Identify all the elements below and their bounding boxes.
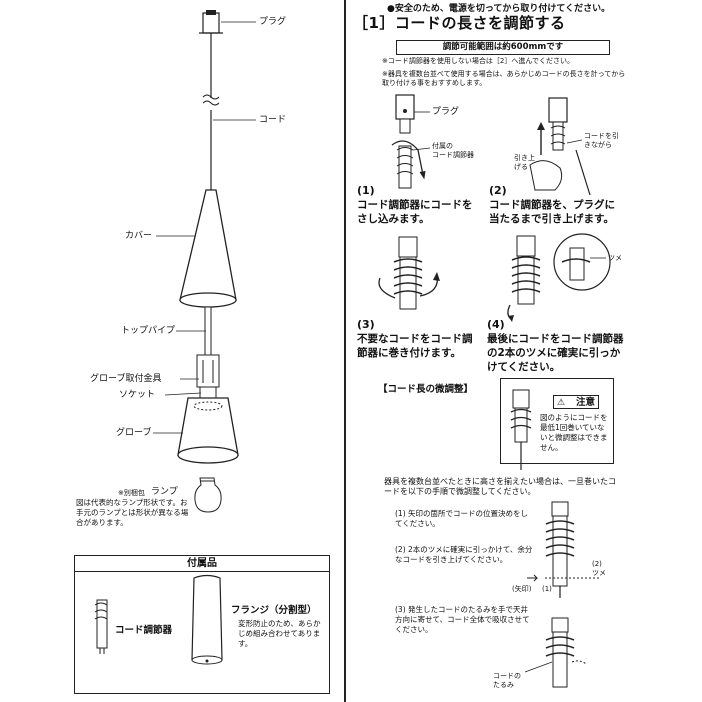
fig-pull-while-label: コードを引きながら (584, 132, 619, 149)
fig-adjuster-label: コード調節器 (432, 151, 474, 159)
caution-badge: ⚠注意 (553, 395, 599, 409)
step-1: (1)コード調節器にコードをさし込みます。 (357, 184, 473, 225)
fig-plug-label: プラグ (432, 107, 460, 117)
lamp-prefix: ※別梱包 (118, 489, 145, 497)
cord-adjuster-label: コード調節器 (115, 625, 173, 636)
safety-note: ●安全のため、電源を切ってから取り付けてください。 (387, 4, 611, 14)
lamp-note: 図は代表的なランプ形状です。お手元のランプとは形状が異なる場合があります。 (76, 498, 189, 527)
lamp-label: ランプ (151, 487, 178, 497)
fig-slack-label: コードのたるみ (493, 672, 521, 689)
flange-note: 変形防止のため、あらかじめ組み合わせてあります。 (238, 619, 321, 648)
cover-label: カバー (125, 231, 153, 241)
top-pipe-label: トップパイプ (121, 326, 176, 336)
flange-title: フランジ（分割型） (231, 605, 317, 616)
fig-pull-up-label: 引き上げる (514, 154, 535, 171)
adjust-range-box: 調節可能範囲は約600mmです (396, 40, 610, 55)
fig-tsume-num: (2) (592, 560, 602, 568)
fine-step-3: (3) 発生したコードのたるみを手で天井方向に寄せて、コード全体で吸収させてくだ… (395, 605, 530, 634)
step-3: (3)不要なコードをコード調節器に巻き付けます。 (357, 318, 473, 359)
globe-bracket-label: グローブ取付金具 (90, 374, 162, 384)
fig-arrow-mark: (矢印) (512, 585, 532, 593)
socket-label: ソケット (119, 390, 156, 400)
accessories-title: 付属品 (75, 556, 329, 572)
caution-frame (500, 378, 614, 464)
page-divider (344, 0, 346, 702)
cord-label: コード (259, 115, 287, 125)
fig-tsume-label: ツメ (608, 254, 622, 262)
section-heading: ［1］コードの長さを調節する (353, 14, 566, 32)
warning-icon: ⚠ (557, 398, 566, 408)
fine-adjust-title: 【コード長の微調整】 (378, 384, 474, 395)
caution-text: 図のようにコードを最低1回巻いていないと微調整はできません。 (540, 413, 608, 452)
accessories-box: 付属品 (74, 555, 330, 694)
fine-adjust-intro: 器具を複数台並べたときに高さを揃えたい場合は、一旦巻いたコードを以下の手順で微調… (384, 477, 616, 496)
fig-included-label: 付属の (432, 142, 453, 150)
plug-label: プラグ (259, 17, 287, 27)
fine-step-1: (1) 矢印の箇所でコードの位置決めをしてください。 (395, 509, 529, 528)
globe-label: グローブ (116, 428, 152, 438)
fine-step-2: (2) 2本のツメに確実に引っかけて、余分なコードを引き上げてください。 (395, 545, 533, 564)
pendant-lamp-illustration (153, 10, 256, 513)
step-2: (2)コード調節器を、プラグに当たるまで引き上げます。 (489, 184, 615, 225)
fig-tsume2-label: ツメ (592, 569, 606, 577)
accessories-illustration (94, 574, 223, 665)
step-4: (4)最後にコードをコード調節器の2本のツメに確実に引っかけてください。 (487, 318, 624, 373)
note-skip-adjuster: ※コード調節器を使用しない場合は［2］へ進んでください。 (382, 57, 574, 65)
fig-one-label: (1) (542, 585, 552, 593)
note-multiple-units: ※器具を複数台並べて使用する場合は、あらかじめコードの長さを計ってから取り付ける… (382, 70, 626, 87)
